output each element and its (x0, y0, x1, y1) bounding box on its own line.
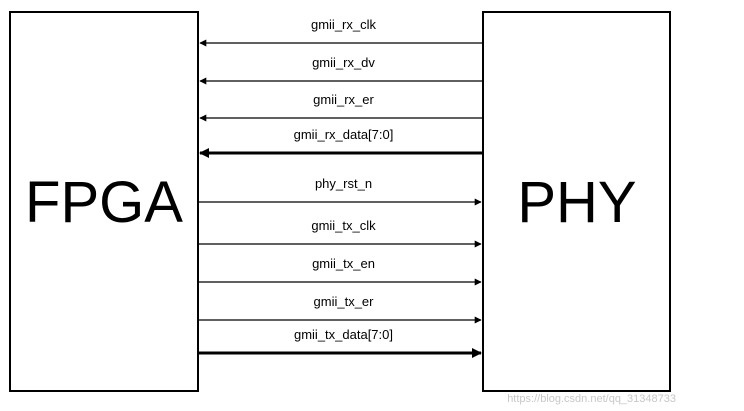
signal-label-gmii-rx-clk: gmii_rx_clk (311, 17, 377, 32)
watermark-text: https://blog.csdn.net/qq_31348733 (507, 393, 676, 405)
signal-label-gmii-rx-dv: gmii_rx_dv (312, 55, 375, 70)
signal-label-gmii-rx-er: gmii_rx_er (313, 92, 374, 107)
signal-lines: gmii_rx_clk gmii_rx_dv gmii_rx_er gmii_rx_d… (199, 17, 482, 358)
signal-label-gmii-tx-er: gmii_tx_er (314, 294, 375, 309)
signal-label-gmii-tx-clk: gmii_tx_clk (311, 218, 376, 233)
fpga-label: FPGA (25, 170, 183, 235)
phy-block (482, 11, 671, 392)
signal-label-gmii-tx-en: gmii_tx_en (312, 256, 375, 271)
fpga-block (9, 11, 199, 392)
phy-label: PHY (517, 170, 636, 235)
signal-label-phy-rst-n: phy_rst_n (315, 176, 372, 191)
signal-label-gmii-tx-data-7-0: gmii_tx_data[7:0] (294, 327, 393, 342)
signal-label-gmii-rx-data-7-0: gmii_rx_data[7:0] (294, 127, 394, 142)
